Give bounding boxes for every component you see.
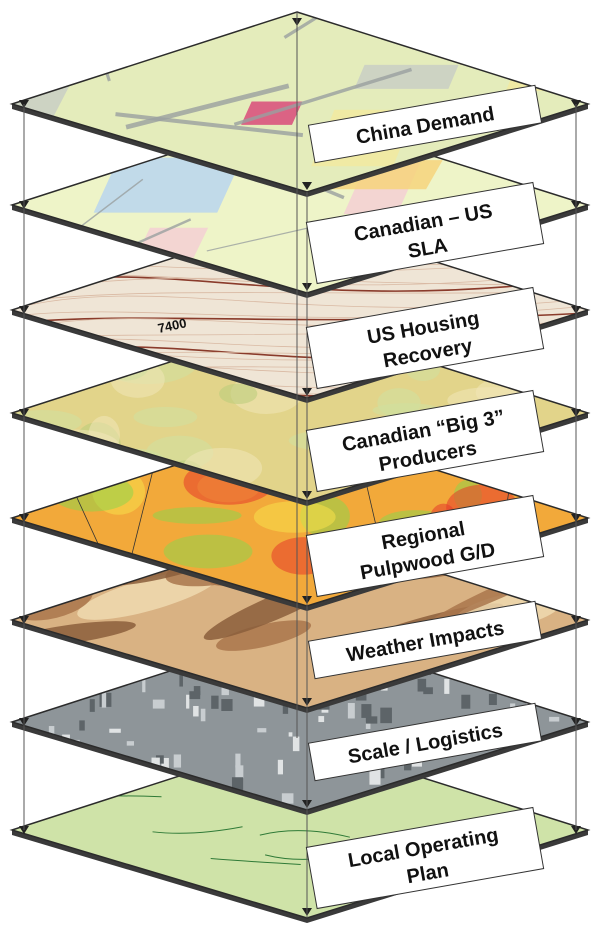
layer-plane [12,528,588,708]
layer-connectors [23,12,577,918]
layer-plane [12,630,588,810]
label-box [305,494,545,598]
label-box [307,600,543,680]
corner-arrow-icon [302,182,312,190]
label-box [305,389,545,493]
contour-elevation-label: 7400 [156,315,187,336]
label-box [307,84,543,164]
label-box [305,806,545,910]
label-box [307,702,543,782]
label-box [305,181,545,285]
label-box [305,286,545,390]
